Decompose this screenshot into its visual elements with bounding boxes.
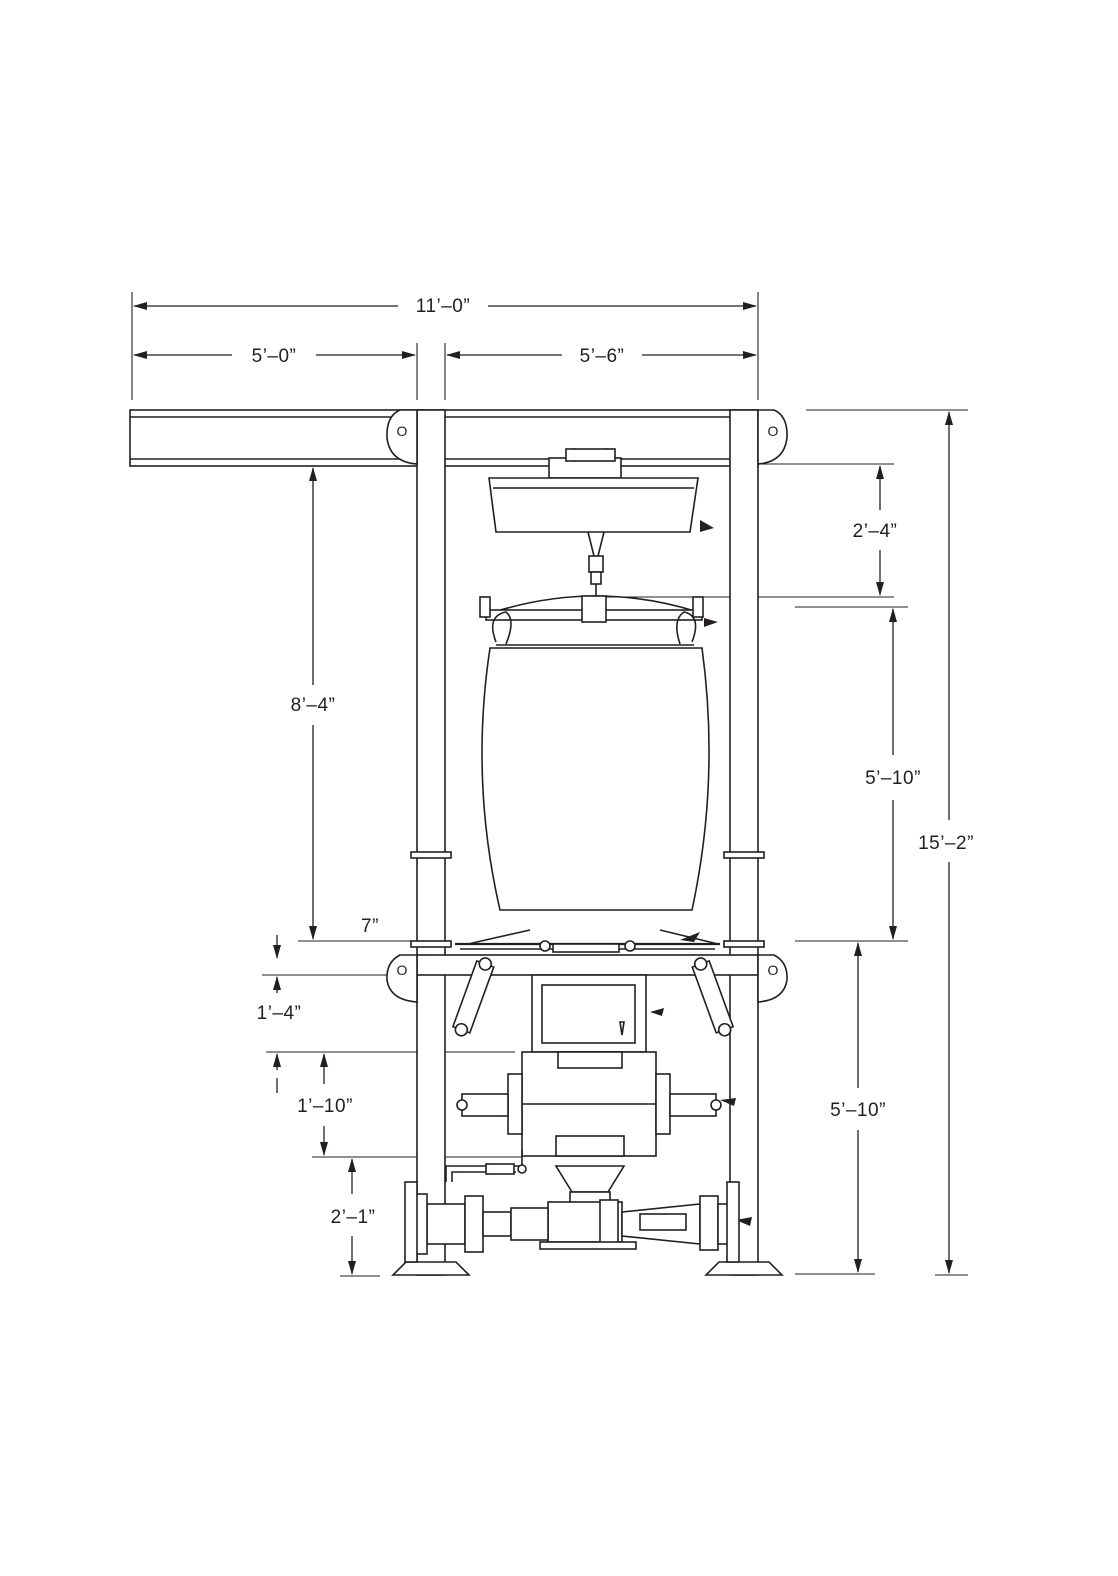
dim-overall-width: 11’–0” bbox=[416, 296, 470, 317]
dim-beam-to-bag-frame: 2’–4” bbox=[853, 521, 898, 542]
hoist-trolley bbox=[488, 448, 714, 598]
unloader-frame bbox=[129, 409, 784, 1276]
bag-frame bbox=[479, 595, 718, 645]
dim-platform-to-valve: 1’–4” bbox=[257, 1003, 302, 1024]
slide-gate-valve bbox=[456, 1051, 736, 1157]
lift-ring-left-bottom-label: O bbox=[397, 962, 408, 978]
lift-ring-right-bottom-label: O bbox=[768, 962, 779, 978]
pneumatic-conveying-line bbox=[404, 1150, 752, 1263]
discharge-platform bbox=[451, 929, 735, 1037]
dim-platform-to-floor: 5’–10” bbox=[830, 1100, 886, 1121]
dim-bag-height: 5’–10” bbox=[865, 768, 921, 789]
lifting-lugs bbox=[386, 409, 788, 1003]
dim-beam-to-platform: 8’–4” bbox=[291, 695, 336, 716]
dim-valve-to-floor: 2’–1” bbox=[331, 1207, 376, 1228]
access-hopper bbox=[531, 974, 664, 1053]
bulk-bag bbox=[481, 644, 710, 911]
dim-right-width: 5’–6” bbox=[580, 346, 625, 367]
dim-overall-height: 15’–2” bbox=[918, 833, 974, 854]
lift-ring-left-top-label: O bbox=[397, 423, 408, 439]
dim-valve-height: 1’–10” bbox=[297, 1096, 353, 1117]
lift-ring-right-top-label: O bbox=[768, 423, 779, 439]
dim-left-width: 5’–0” bbox=[252, 346, 297, 367]
dim-platform-offset: 7” bbox=[361, 916, 379, 937]
